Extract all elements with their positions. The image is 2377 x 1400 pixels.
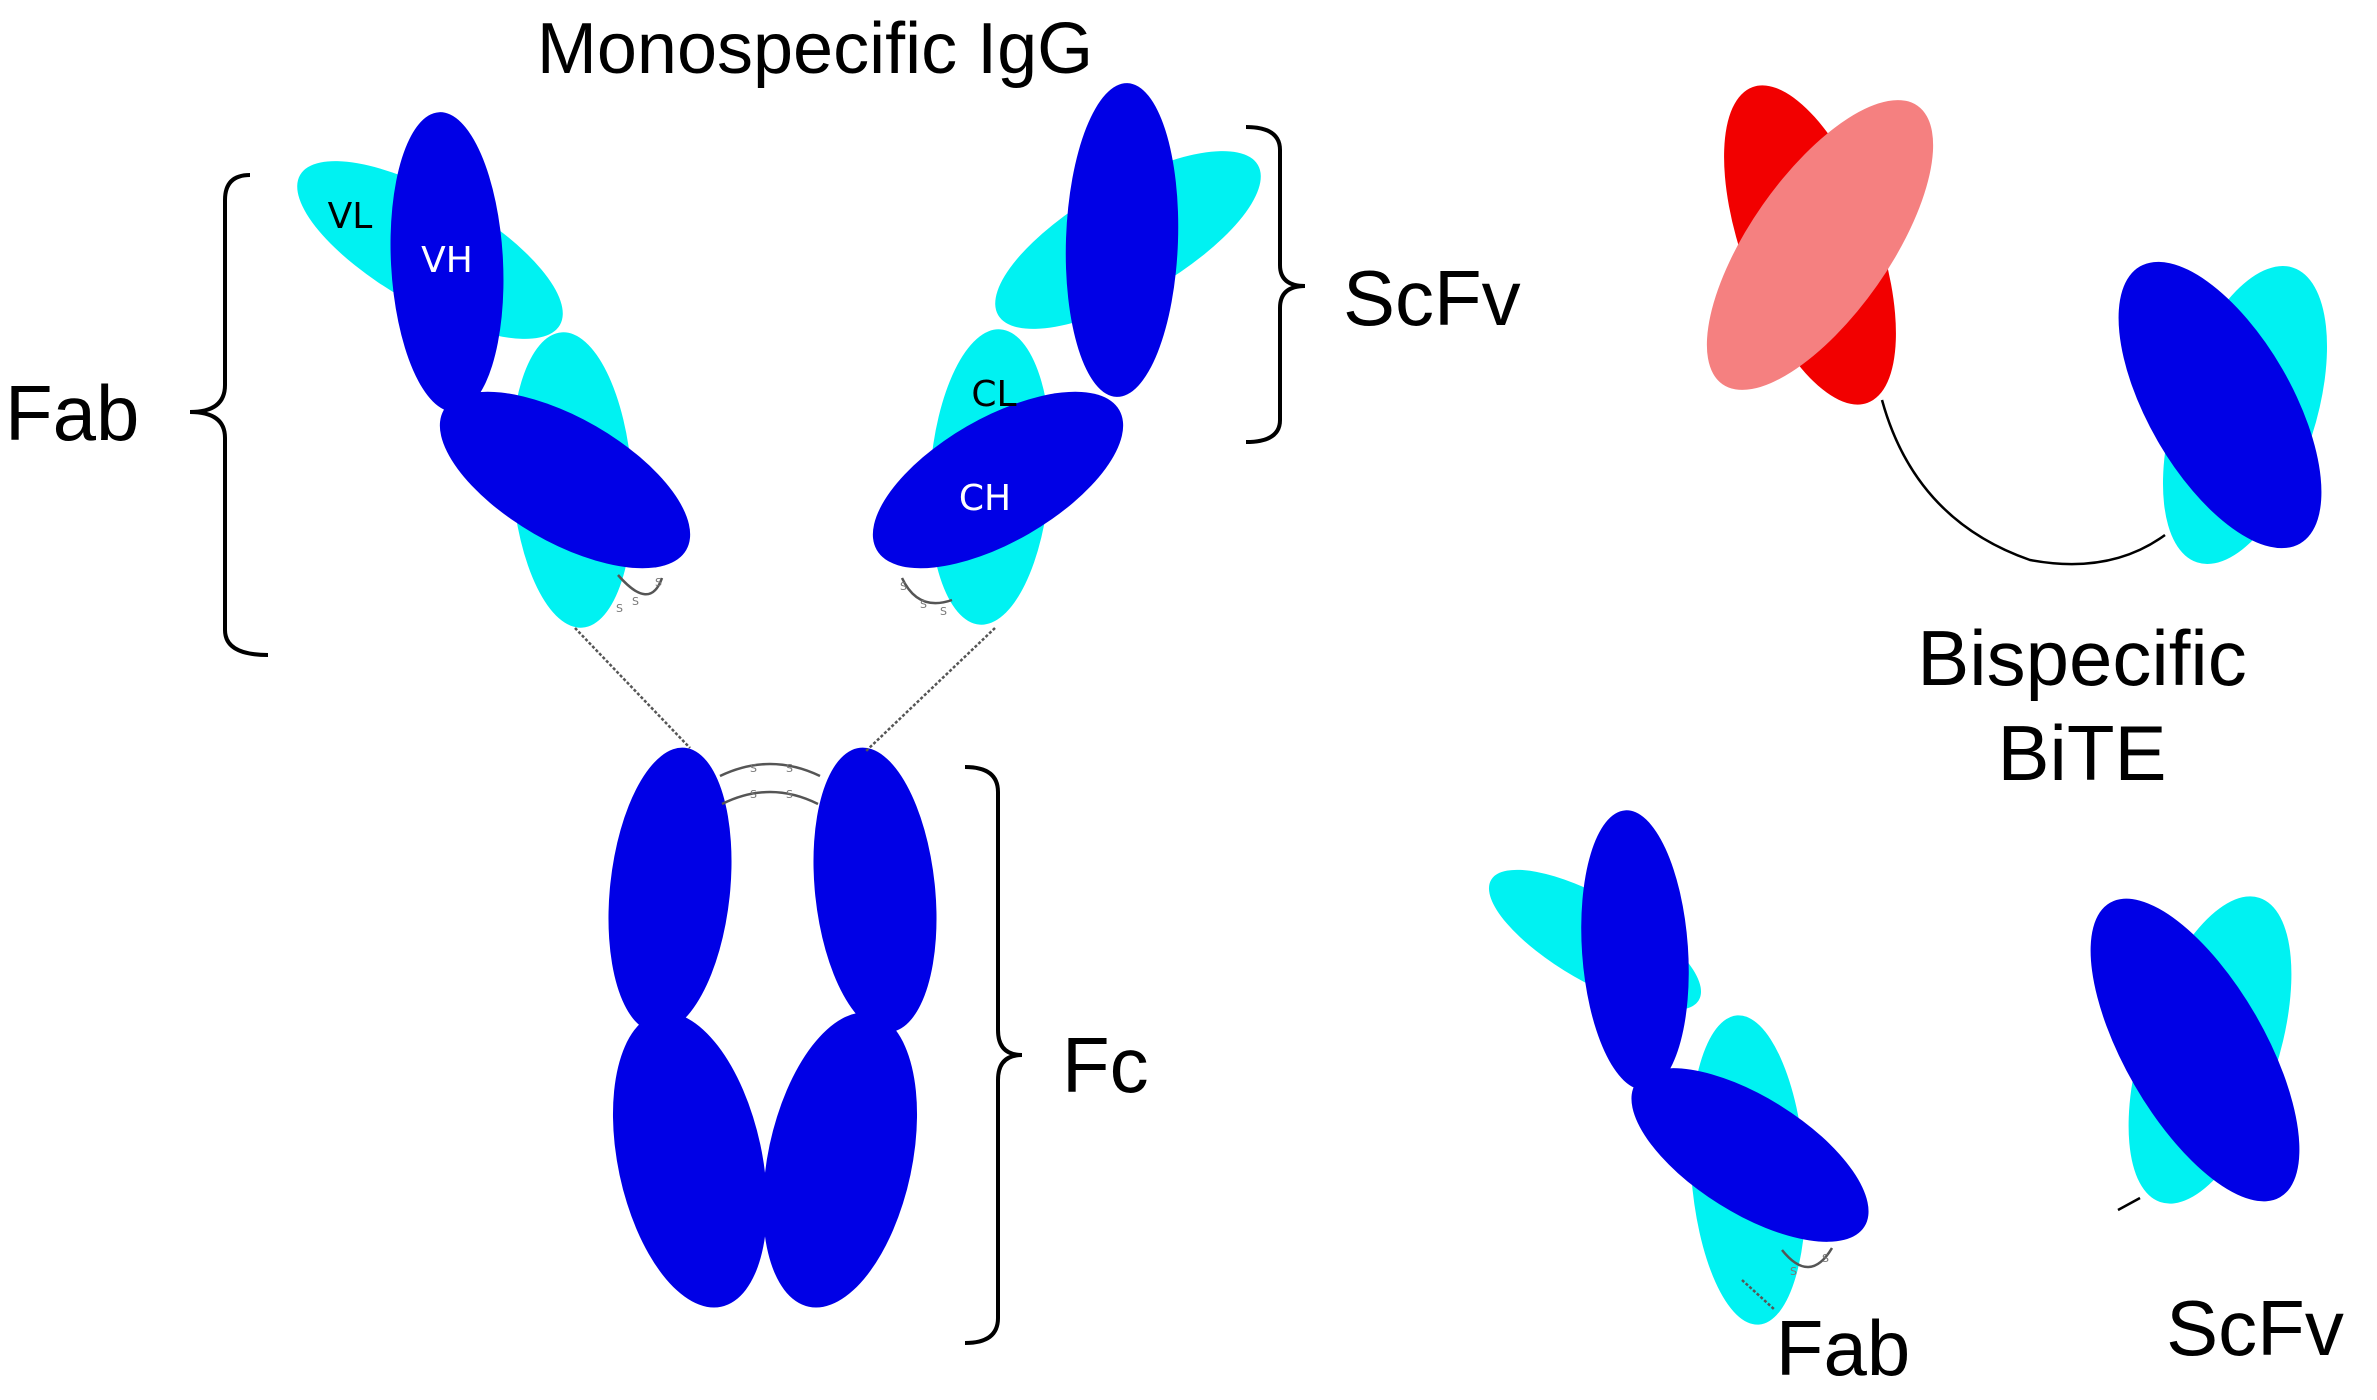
fc-bracket <box>964 765 1023 1345</box>
ss-mark: S <box>940 605 947 618</box>
label-bispecific: Bispecific <box>1917 614 2246 702</box>
bite-blue-domain <box>2118 261 2322 549</box>
bite-pink-domain <box>1706 100 1934 390</box>
ss-mark: S <box>900 580 907 593</box>
bite-molecule <box>1706 85 2328 566</box>
label-fc: Fc <box>1062 1021 1149 1109</box>
bite-linker <box>1880 399 2166 566</box>
label-bite: BiTE <box>1997 709 2166 797</box>
fc-disulfide-bottom <box>721 790 819 806</box>
fab-disulfide-right <box>900 577 953 605</box>
label-fab: Fab <box>5 369 139 457</box>
vh-domain-label: VH <box>421 240 473 281</box>
scfv-bracket <box>1245 125 1306 444</box>
vh-domain-left <box>390 112 504 412</box>
ch-domain-right <box>872 391 1124 569</box>
bite-scfv-red <box>1706 85 1934 405</box>
igg-hinge-links: S S S S S S S S S S <box>574 574 996 806</box>
ss-mark: S <box>786 762 793 775</box>
ss-mark: S <box>632 595 639 608</box>
brackets <box>189 125 1306 1345</box>
ss-mark: S <box>750 788 757 801</box>
fc-ch2-right <box>813 747 937 1033</box>
ss-mark: S <box>1790 1265 1797 1278</box>
scfv-fragment-linker <box>2117 1196 2141 1212</box>
ss-mark: S <box>920 598 927 611</box>
vh-domain-right <box>1065 83 1179 397</box>
ch-domain-label: CH <box>959 478 1011 519</box>
label-scfv-fragment: ScFv <box>2166 1284 2344 1372</box>
fab-bracket <box>189 173 269 657</box>
fab-ch-domain <box>1631 1068 1869 1242</box>
fc-disulfide-top <box>719 762 821 778</box>
ss-mark: S <box>750 762 757 775</box>
fab-vh-domain <box>1581 810 1689 1090</box>
title-monospecific-igg: Monospecific IgG <box>537 9 1093 89</box>
cl-domain-label: CL <box>971 374 1016 415</box>
label-scfv: ScFv <box>1343 254 1521 342</box>
hinge-left <box>574 627 691 749</box>
fc-ch2-left <box>608 747 732 1033</box>
igg-antibody: S S S S S S S S S S VL VH CL CH <box>297 83 1261 1308</box>
ch-domain-left <box>439 391 691 569</box>
ss-mark: S <box>616 602 623 615</box>
fab-fragment: S S <box>1488 810 1869 1325</box>
vl-domain-label: VL <box>328 196 373 237</box>
ss-mark: S <box>1822 1252 1829 1265</box>
hinge-right <box>864 627 996 753</box>
fab-disulfide-left <box>617 574 664 596</box>
ss-mark: S <box>655 576 662 589</box>
bite-scfv-blue <box>2118 261 2328 564</box>
fc-ch3-left <box>612 1012 768 1308</box>
label-fab-fragment: Fab <box>1776 1304 1910 1392</box>
fab-fragment-tail <box>1741 1279 1776 1311</box>
scfv-blue-domain <box>2090 898 2300 1202</box>
igg-left-fab-arm <box>297 112 691 628</box>
igg-fc-region <box>608 747 937 1308</box>
igg-right-fab-arm <box>872 83 1261 625</box>
ss-mark: S <box>786 788 793 801</box>
fc-ch3-right <box>762 1012 918 1308</box>
scfv-fragment <box>2090 896 2300 1212</box>
fab-fragment-disulfide <box>1781 1247 1834 1269</box>
